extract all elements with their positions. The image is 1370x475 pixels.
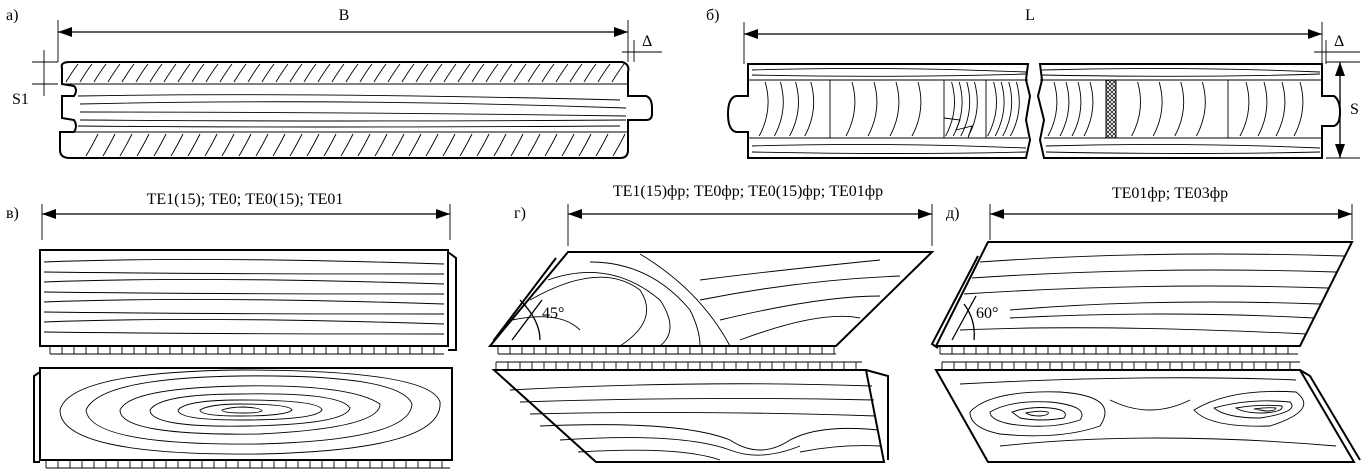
panel-d: д) ТЕ01фр; ТЕ03фр 60°	[930, 185, 1361, 463]
panel-d-caption: ТЕ01фр; ТЕ03фр	[1112, 185, 1228, 202]
panel-v-caption: ТЕ1(15); ТЕ0; ТЕ0(15); ТЕ01	[147, 191, 344, 208]
panel-a: а) B Δ S1	[6, 7, 662, 159]
panel-d-letter: д)	[946, 205, 959, 222]
board-right-piece	[1036, 63, 1342, 159]
dimension-b-label: B	[339, 7, 350, 24]
dimension-delta-b: Δ	[1334, 33, 1344, 50]
dimension-l-label: L	[1025, 7, 1035, 24]
panel-g-caption: ТЕ1(15)фр; ТЕ0фр; ТЕ0(15)фр; ТЕ01фр	[613, 183, 883, 200]
dimension-delta-a: Δ	[642, 33, 652, 50]
board-cross-section	[59, 61, 653, 159]
panel-g: г) ТЕ1(15)фр; ТЕ0фр; ТЕ0(15)фр; ТЕ01фр 4…	[487, 183, 935, 463]
panel-d-angle: 60°	[976, 305, 998, 322]
panel-d-top-board	[934, 241, 1354, 347]
dimension-s1-label: S1	[12, 91, 29, 108]
panel-v: в) ТЕ1(15); ТЕ0; ТЕ0(15); ТЕ01	[6, 191, 457, 469]
panel-b-letter: б)	[706, 7, 719, 24]
panel-v-letter: в)	[6, 205, 19, 222]
panel-g-angle: 45°	[542, 305, 564, 322]
dimension-s-label: S	[1350, 101, 1359, 118]
panel-g-letter: г)	[514, 205, 526, 222]
panel-v-top-teeth	[49, 345, 444, 355]
panel-g-top-board	[487, 251, 935, 347]
board-left-piece	[726, 63, 1032, 159]
panel-b: б) L Δ S	[706, 7, 1360, 159]
panel-a-letter: а)	[6, 7, 18, 24]
panel-v-bottom-board	[39, 367, 453, 461]
panel-d-bottom-board	[934, 369, 1356, 463]
panel-v-top-board	[39, 249, 449, 347]
